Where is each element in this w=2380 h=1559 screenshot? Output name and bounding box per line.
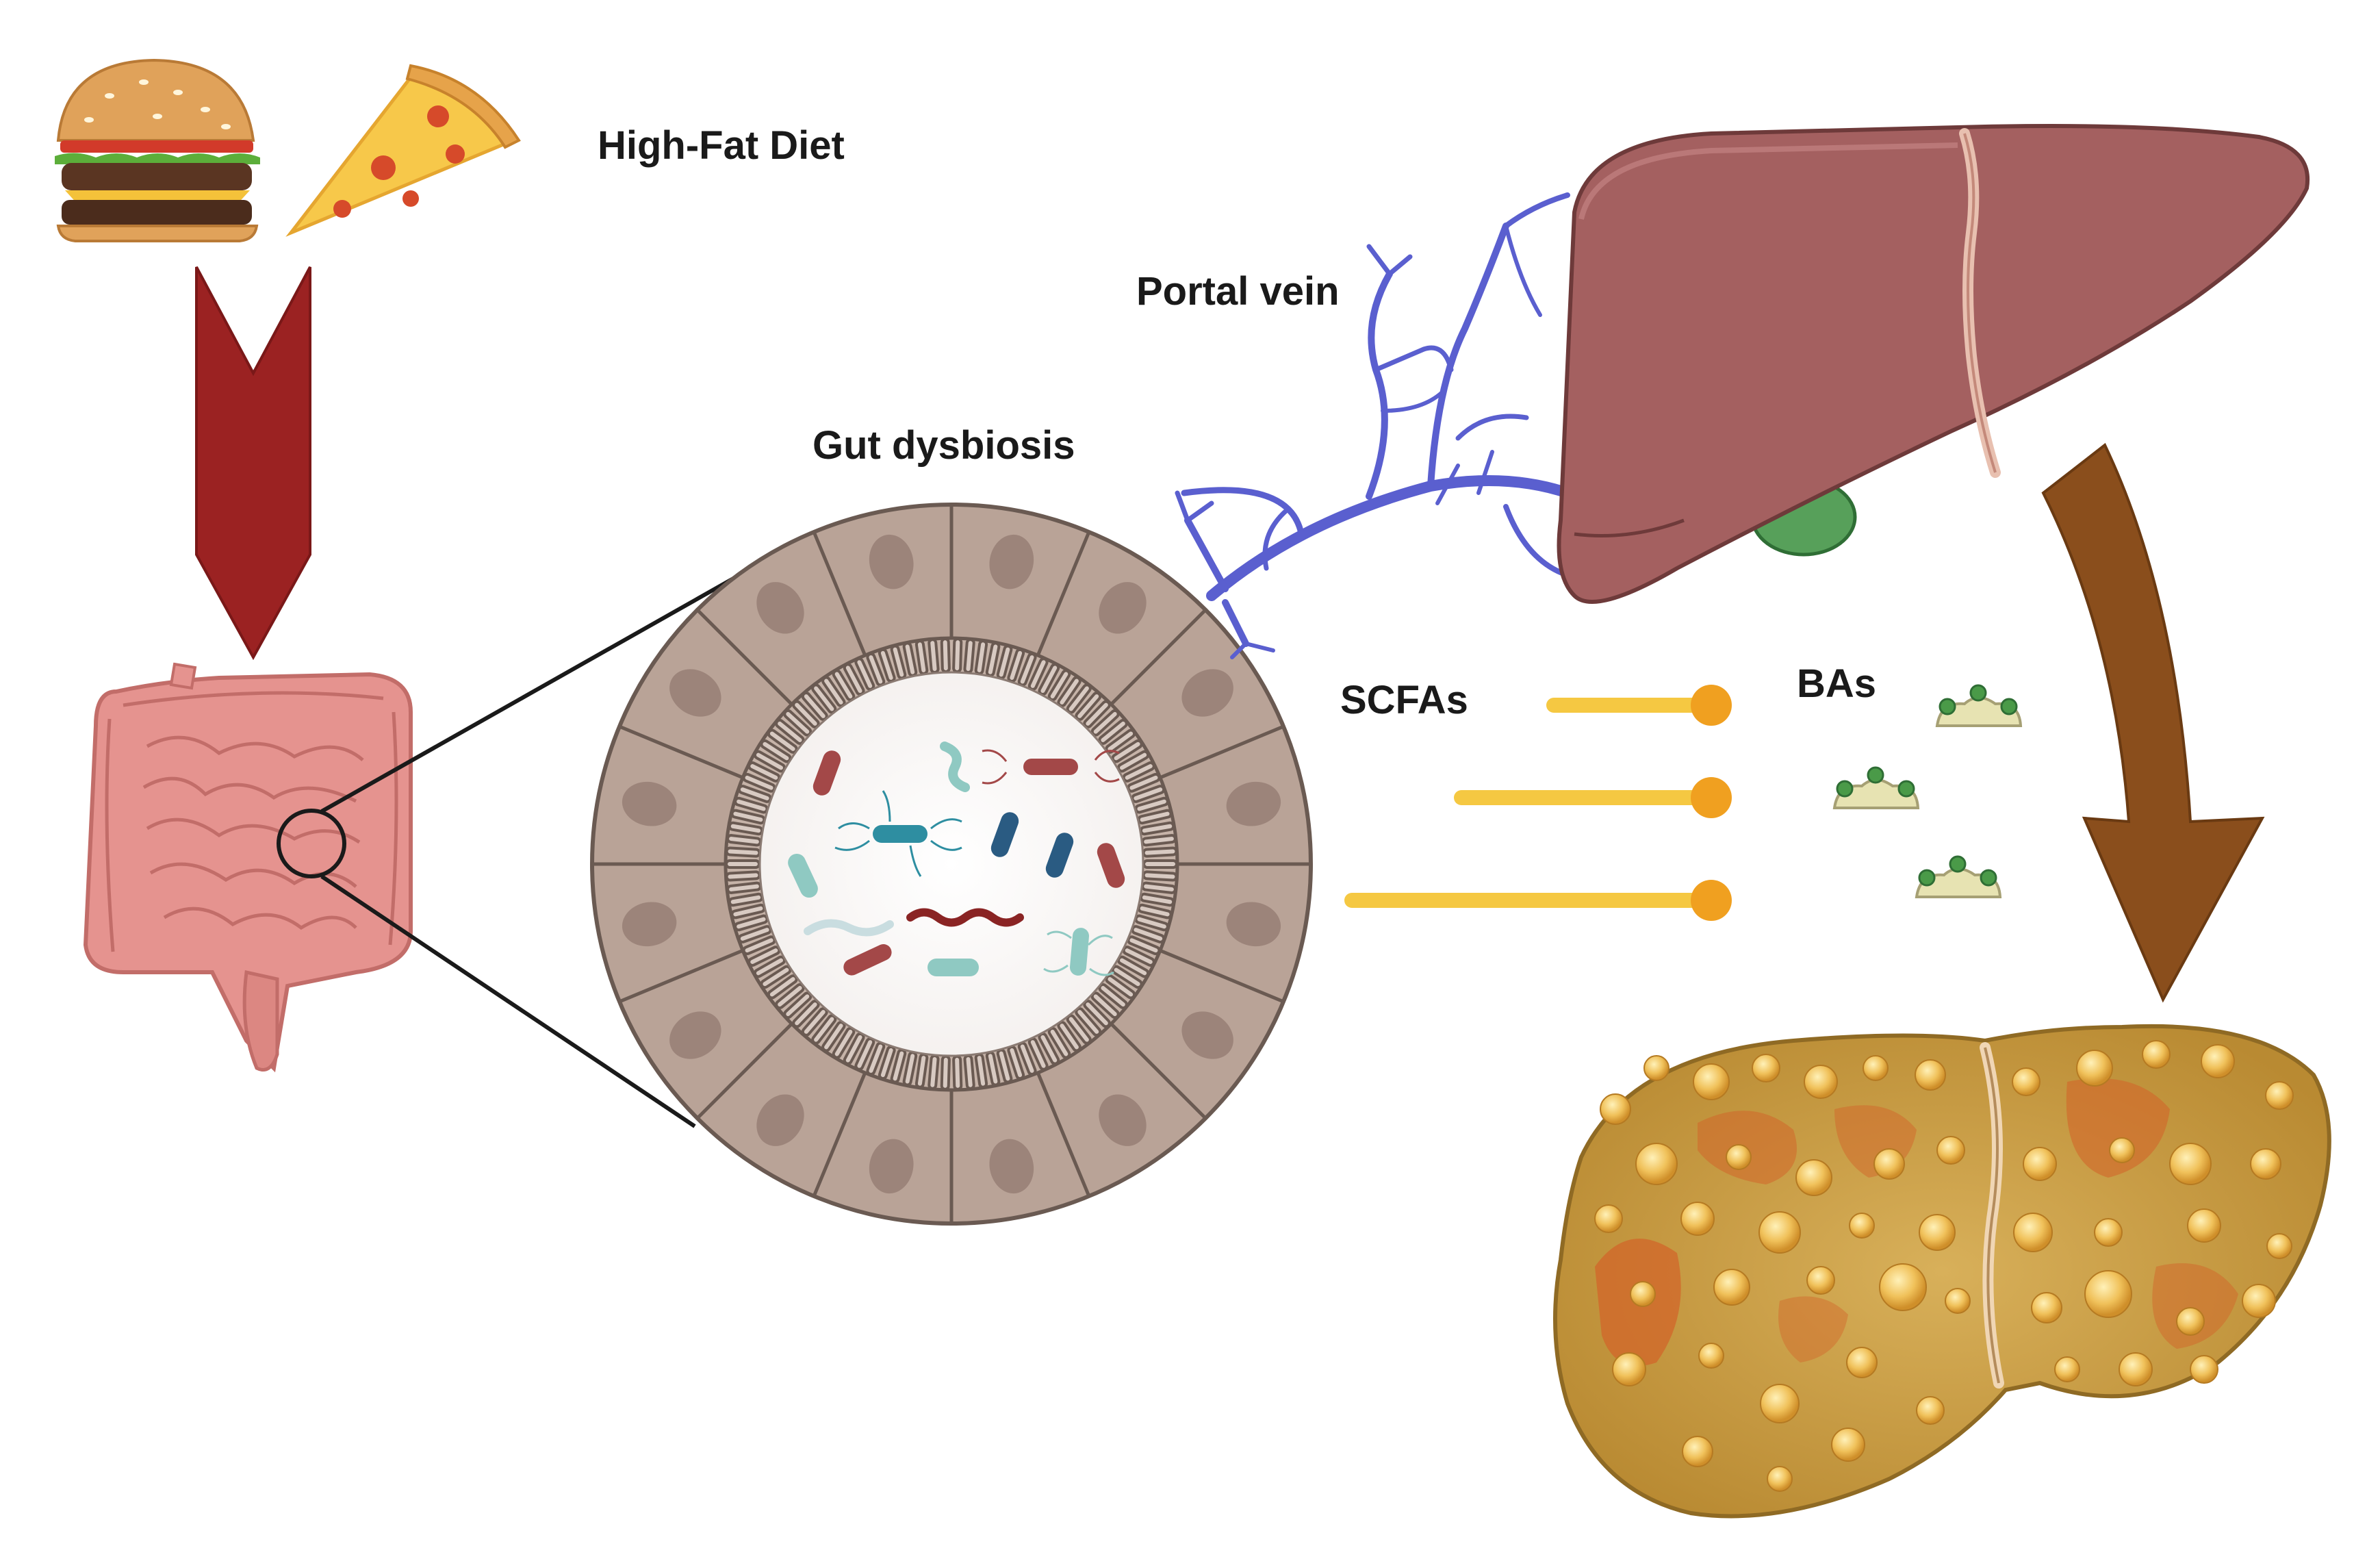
portal-vein-icon [1175,192,1573,659]
bile-acid-icon [1832,684,2023,898]
gut-dysbiosis-label: Gut dysbiosis [812,423,1075,468]
scfa-arrows [1344,685,1732,921]
portal-vein-label: Portal vein [1136,269,1340,314]
fatty-liver-icon [1553,1024,2331,1519]
scfas-label: SCFAs [1340,678,1468,722]
diet-label: High-Fat Diet [598,123,845,168]
zoom-line-bottom [320,874,696,1128]
burger-icon [55,58,260,242]
pizza-icon [285,64,521,237]
healthy-liver-icon [1557,124,2310,604]
gut-cross-section-icon [590,503,1313,1226]
bas-label: BAs [1797,661,1876,706]
bacteria-group [788,742,1125,976]
diet-arrow [195,266,311,661]
progression-arrow [2041,442,2265,1003]
intestine-icon [83,662,413,1073]
